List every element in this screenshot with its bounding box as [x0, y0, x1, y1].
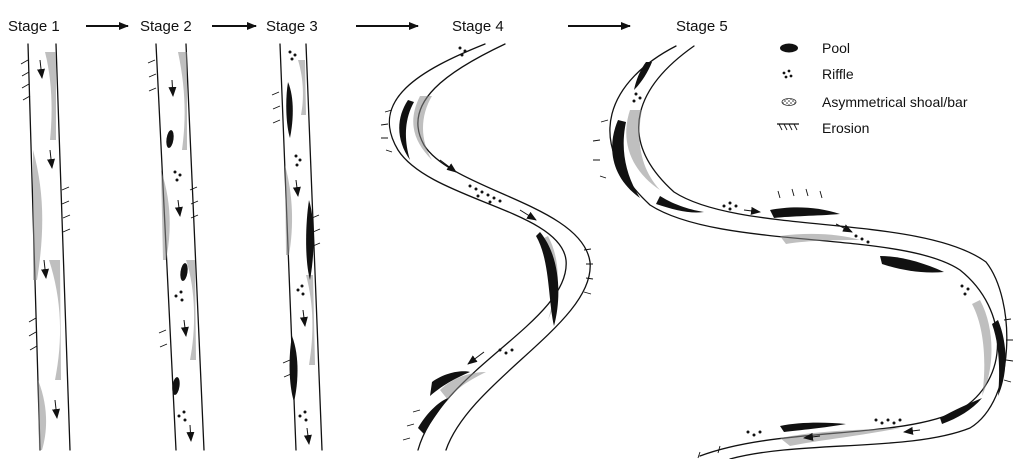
- legend-pool-icon: [780, 44, 798, 53]
- stage-3-label: Stage 3: [266, 18, 318, 35]
- legend-shoal-label: Asymmetrical shoal/bar: [822, 94, 968, 110]
- stage-4-label: Stage 4: [452, 18, 504, 35]
- stage-4-channel: [381, 44, 593, 450]
- legend-riffle-label: Riffle: [822, 66, 854, 82]
- stage-2-label: Stage 2: [140, 18, 192, 35]
- legend-erosion-label: Erosion: [822, 120, 869, 136]
- stage-1-label: Stage 1: [8, 18, 60, 35]
- stage-1-channel: [21, 44, 70, 450]
- legend-shoal-icon: [782, 99, 796, 106]
- stage-2-channel: [148, 44, 204, 450]
- stage-3-channel: [272, 44, 322, 450]
- legend-pool-label: Pool: [822, 40, 850, 56]
- legend-riffle-icon: [783, 70, 793, 79]
- legend: Pool Riffle Asymmetrical shoal/bar Erosi…: [777, 40, 968, 136]
- stage-5-label: Stage 5: [676, 18, 728, 35]
- legend-erosion-icon: [777, 124, 799, 130]
